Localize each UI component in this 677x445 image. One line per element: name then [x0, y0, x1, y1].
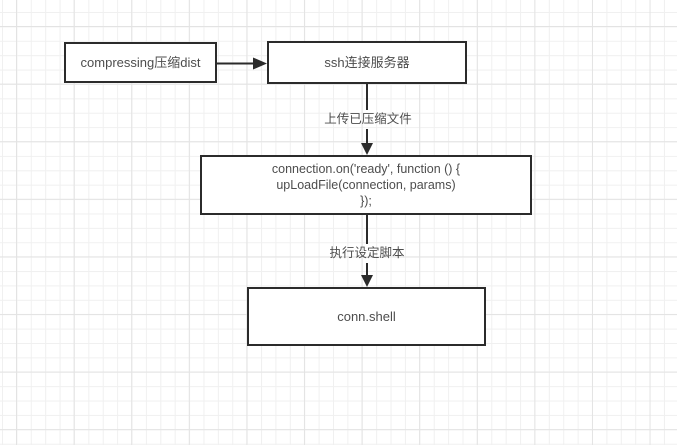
- node-conn-shell: conn.shell: [247, 287, 486, 346]
- arrowhead-down-icon: [361, 143, 373, 155]
- node-compress-label: compressing压缩dist: [80, 54, 201, 70]
- code-line-2: upLoadFile(connection, params): [276, 178, 456, 192]
- code-line-1: connection.on('ready', function () {: [271, 162, 461, 176]
- code-line-3: });: [360, 194, 372, 208]
- arrowhead-right-icon: [253, 57, 267, 70]
- node-ssh-connect: ssh连接服务器: [267, 41, 467, 84]
- node-ssh-connect-label: ssh连接服务器: [324, 54, 410, 70]
- node-conn-shell-label: conn.shell: [337, 308, 396, 324]
- edge-label-run-script: 执行设定脚本: [329, 246, 405, 260]
- edge-label-upload-file: 上传已压缩文件: [324, 112, 412, 126]
- arrowhead-down-icon: [361, 275, 373, 287]
- node-compress: compressing压缩dist: [64, 42, 217, 83]
- node-connection-ready: connection.on('ready', function () { upL…: [200, 155, 532, 215]
